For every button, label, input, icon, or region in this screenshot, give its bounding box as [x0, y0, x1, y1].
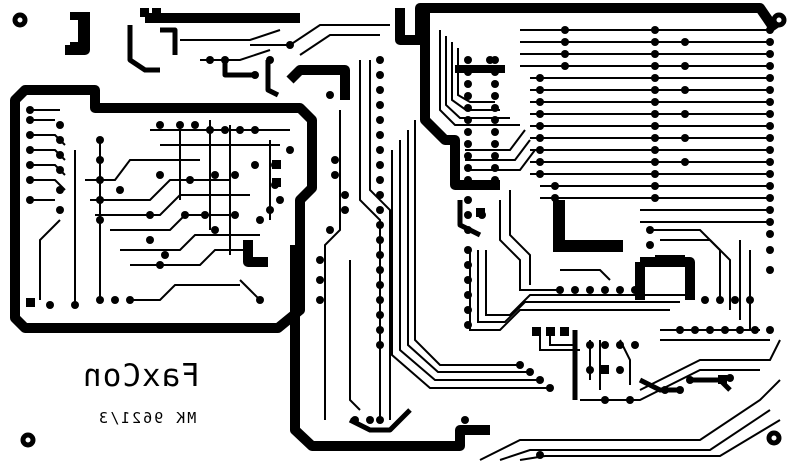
connector-outline-top-left	[70, 12, 85, 50]
mounting-hole-top-left	[12, 12, 28, 28]
pad-column-ic-left	[464, 56, 499, 184]
board-title: FaxCon	[82, 358, 200, 394]
pad-column-bottom-mid	[351, 196, 554, 459]
mounting-hole-bottom-left	[20, 432, 36, 448]
pad-column-ic-mid	[316, 56, 384, 349]
board-code: MK 9621/3	[97, 409, 197, 427]
pad-group-right-lower	[556, 226, 774, 404]
copper-fills	[455, 65, 685, 265]
mounting-hole-bottom-right	[766, 430, 782, 446]
pad-column-right	[766, 26, 774, 274]
pad-column-center	[536, 26, 569, 202]
pad-column-mid-right	[651, 26, 689, 202]
pads	[26, 8, 774, 459]
pad-group-left-block	[26, 106, 294, 309]
square-pads	[26, 8, 727, 384]
